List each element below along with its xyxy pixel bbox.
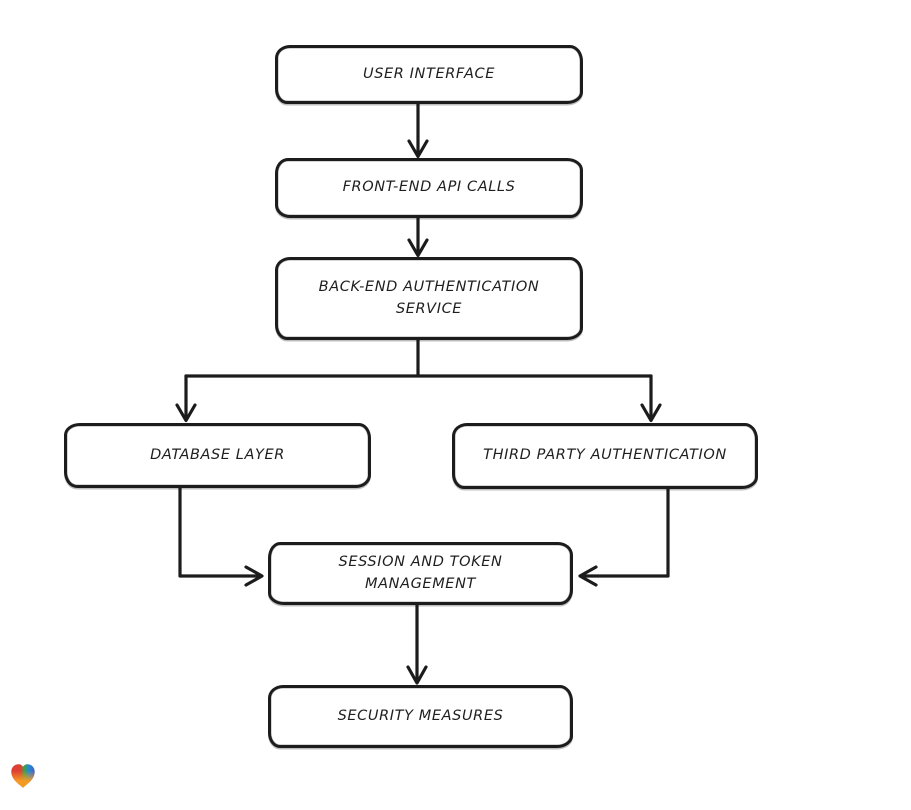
- heart-icon: [11, 764, 35, 788]
- node-label: DATABASE LAYER: [150, 446, 285, 463]
- arrowhead-icon: [578, 565, 598, 587]
- edge-session-to-security: [406, 603, 428, 685]
- node-third-party-authentication[interactable]: THIRD PARTY AUTHENTICATION: [452, 423, 758, 489]
- node-label: BACK-END AUTHENTICATION SERVICE: [318, 278, 540, 317]
- node-user-interface[interactable]: USER INTERFACE: [275, 45, 583, 104]
- edge-line: [580, 487, 670, 578]
- node-label: SESSION AND TOKEN MANAGEMENT: [338, 553, 503, 592]
- node-front-end-api-calls[interactable]: FRONT-END API CALLS: [275, 158, 583, 218]
- node-database-layer[interactable]: DATABASE LAYER: [64, 423, 371, 488]
- node-label: THIRD PARTY AUTHENTICATION: [483, 447, 727, 464]
- edge-line: [184, 338, 653, 378]
- edge-database-to-session: [178, 486, 264, 587]
- edge-third-party-to-session: [578, 487, 670, 587]
- node-session-and-token-management[interactable]: SESSION AND TOKEN MANAGEMENT: [268, 542, 573, 605]
- arrowhead-icon: [407, 139, 429, 159]
- node-back-end-authentication-service[interactable]: BACK-END AUTHENTICATION SERVICE: [275, 257, 583, 340]
- gradient-heart-logo-icon[interactable]: [8, 761, 38, 791]
- edge-user-interface-to-front-end: [407, 102, 429, 159]
- arrowhead-icon: [640, 403, 662, 423]
- edge-front-end-to-back-end: [407, 216, 429, 258]
- edge-line: [178, 486, 262, 578]
- arrowhead-icon: [175, 403, 197, 423]
- node-security-measures[interactable]: SECURITY MEASURES: [268, 685, 573, 748]
- arrowhead-icon: [244, 565, 264, 587]
- node-label: USER INTERFACE: [363, 65, 495, 82]
- node-label: SECURITY MEASURES: [337, 707, 504, 724]
- node-label: FRONT-END API CALLS: [342, 179, 516, 196]
- arrowhead-icon: [407, 238, 429, 258]
- arrowhead-icon: [406, 665, 428, 685]
- edge-back-end-branch: [175, 338, 662, 423]
